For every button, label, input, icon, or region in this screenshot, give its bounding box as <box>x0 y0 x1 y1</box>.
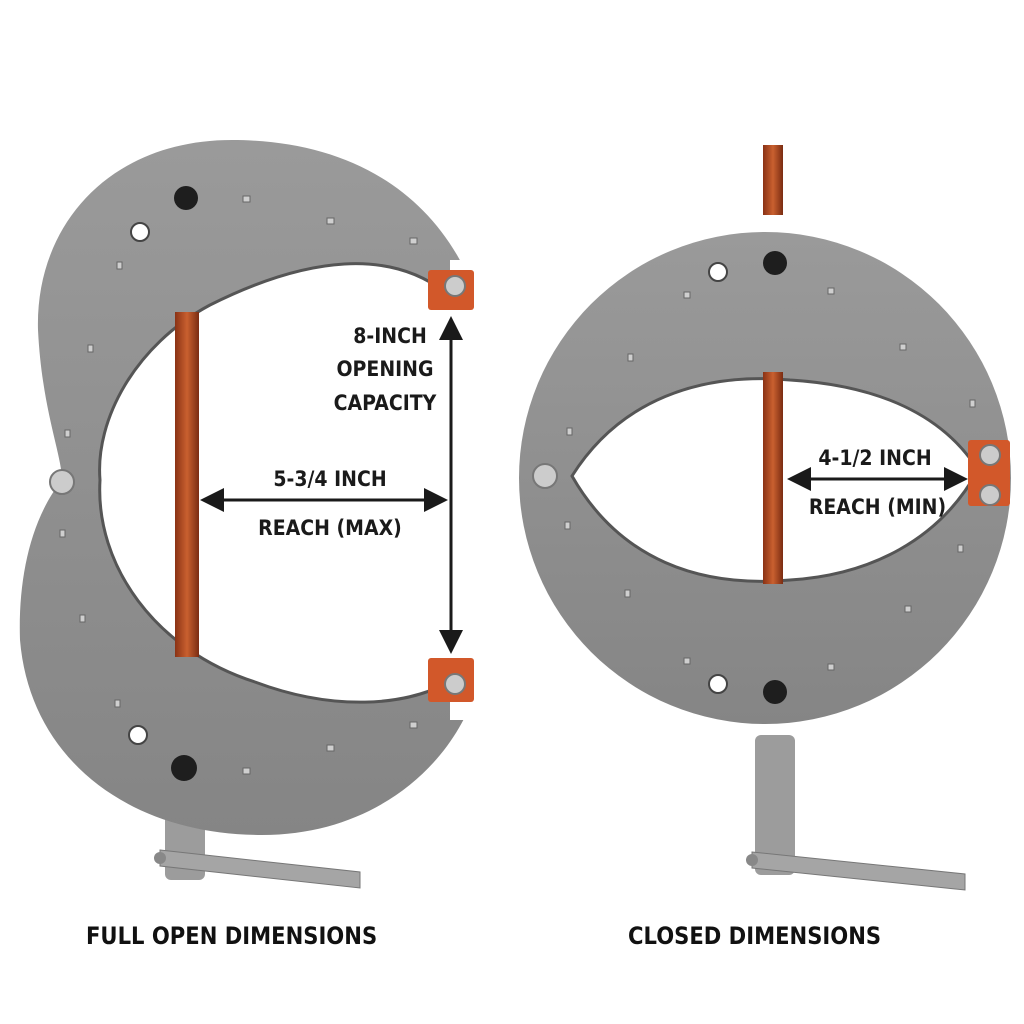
pivot-pin-icon <box>444 275 466 297</box>
max-reach-value: 5-3/4 INCH <box>273 467 387 491</box>
opening-capacity-line1: 8-INCH <box>353 324 427 348</box>
hole-icon <box>130 222 150 242</box>
pivot-pin-icon <box>444 673 466 695</box>
hole-icon <box>708 262 728 282</box>
open-clamp <box>19 140 530 889</box>
closed-clamp-handle-bar <box>751 851 966 891</box>
open-clamp-screw-rod <box>175 312 199 657</box>
min-reach-label: REACH (MIN) <box>808 495 947 519</box>
open-clamp-handle-bar <box>159 849 361 889</box>
min-reach-value: 4-1/2 INCH <box>818 446 932 470</box>
closed-clamp <box>519 145 1011 891</box>
pivot-pin-icon <box>979 444 1001 466</box>
closed-clamp-handle-stem <box>755 735 795 875</box>
open-clamp-cutout <box>98 262 522 704</box>
hole-icon <box>763 680 787 704</box>
hole-icon <box>708 674 728 694</box>
pivot-pin-icon <box>49 469 75 495</box>
full-open-caption: FULL OPEN DIMENSIONS <box>86 922 378 950</box>
closed-clamp-screw-rod <box>763 372 783 584</box>
hole-icon <box>128 725 148 745</box>
pivot-pin-icon <box>532 463 558 489</box>
hole-icon <box>174 186 198 210</box>
hole-icon <box>763 251 787 275</box>
opening-capacity-line2: OPENING <box>336 357 434 381</box>
pivot-pin-icon <box>979 484 1001 506</box>
hole-icon <box>171 755 197 781</box>
closed-clamp-screw-tip <box>763 145 783 215</box>
max-reach-label: REACH (MAX) <box>258 516 402 540</box>
closed-caption: CLOSED DIMENSIONS <box>628 922 882 950</box>
opening-capacity-line3: CAPACITY <box>333 391 437 415</box>
